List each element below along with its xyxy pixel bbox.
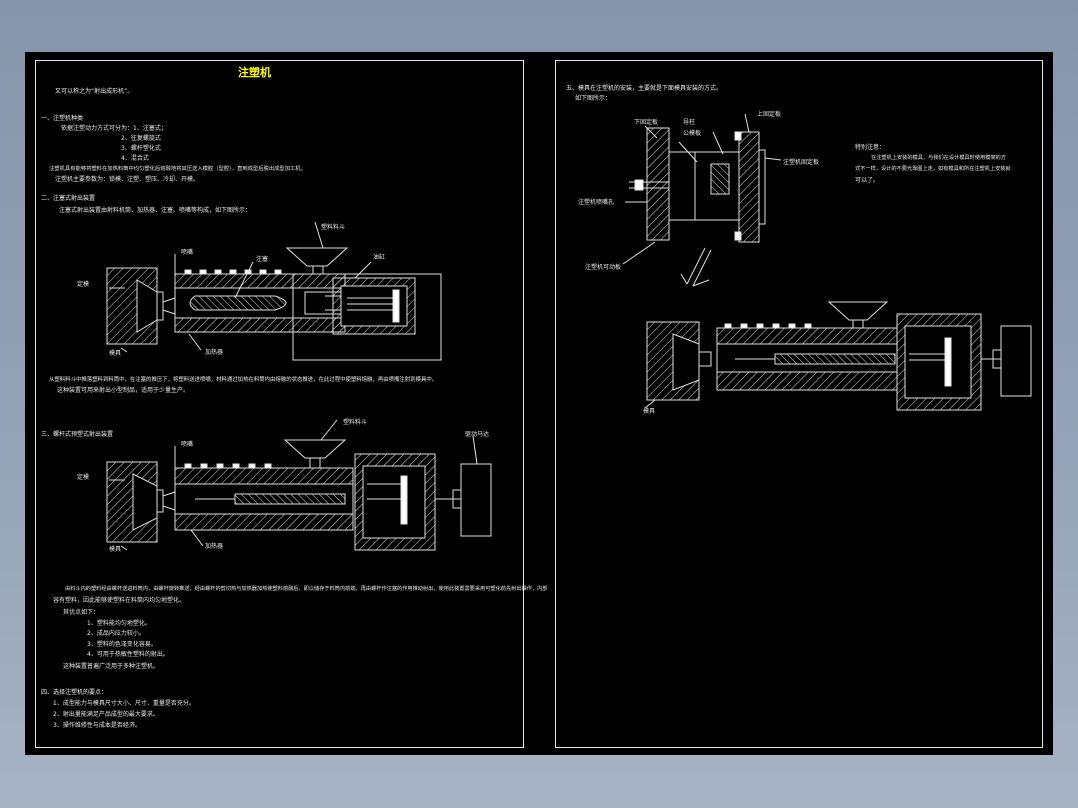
section3-item: 1、塑料能均匀地塑化。 <box>87 620 151 627</box>
section2-paragraph: 这种装置可用来射出小型制品，适用于少量生产。 <box>57 387 190 394</box>
note-line: 在注塑机上安装的模具，与我们在设计模具时使用模架的方 <box>871 155 1006 161</box>
section3-paragraph: 容有塑料，因此能够使塑料在料筒内均匀地塑化。 <box>53 597 186 604</box>
section1-paragraph: 注塑机主要参数为：锁模、注塑、塑压、冷却、开模。 <box>55 176 200 183</box>
note-line: 可以了。 <box>855 177 880 184</box>
cad-viewport[interactable]: 注塑机 又可以称之为“射出成形机”。 一、注塑机种类 依据注塑动力方式可分为：1… <box>25 52 1053 755</box>
note-line: 式不一样，设计的不要光靠图上走，如有模具和所在注塑机上安装就 <box>855 166 1011 172</box>
intro-text: 又可以称之为“射出成形机”。 <box>55 88 134 95</box>
label-heater-2: 加热器 <box>205 543 224 550</box>
section4-item: 3、操作维修性与成本是否经济。 <box>53 722 141 729</box>
label-lower-plate: 下固定板 <box>634 119 659 126</box>
left-sheet <box>35 60 524 748</box>
section4-item: 1、成型能力与模具尺寸大小、尺寸、重量是否充分。 <box>53 700 195 707</box>
section1-paragraph: 注塑机具有能够将塑料在加热料筒中均匀塑化后熔融地将其压送入模腔（型腔），直到成型… <box>49 166 306 172</box>
label-nozzle-hole: 注塑机喷嘴孔 <box>578 199 615 206</box>
page-title: 注塑机 <box>238 66 271 79</box>
mold-mounting-diagram <box>622 113 1032 411</box>
label-machine-plate: 注塑机固定板 <box>783 159 820 166</box>
right-sheet <box>555 60 1043 748</box>
label-die-2: 定模 <box>77 474 90 481</box>
label-movable-plate: 注塑机可动板 <box>585 264 622 271</box>
label-cylinder: 油缸 <box>373 254 386 261</box>
section3-lead: 其优点如下： <box>63 609 100 616</box>
section4-item: 2、射出量能满足产品成型的最大要求。 <box>53 711 159 718</box>
label-guide-post: 导柱 <box>683 119 696 126</box>
label-mold: 模具 <box>109 350 122 357</box>
section1-item: 3、螺杆塑化式 <box>121 145 161 152</box>
label-die: 定模 <box>77 281 90 288</box>
section1-heading: 一、注塑机种类 <box>41 115 84 122</box>
label-nozzle: 喷嘴 <box>181 249 194 256</box>
label-mold-2: 模具 <box>109 546 122 553</box>
section1-item: 2、往复螺旋式 <box>121 135 161 142</box>
screw-injection-diagram <box>106 419 492 551</box>
section3-item: 4、可用于热敏性塑料的射出。 <box>87 651 169 658</box>
section1-lead: 依据注塑动力方式可分为：1、注塞式； <box>61 125 167 132</box>
section5-sub: 如下图所示： <box>575 95 612 102</box>
note-title: 特别注意： <box>855 144 886 151</box>
section2-heading: 二、注塞式射出装置 <box>41 195 96 202</box>
label-motor: 驱动马达 <box>465 431 490 438</box>
section3-item: 3、塑料的色泽变化容易。 <box>87 641 157 648</box>
section2-lead: 注塞式射出装置由射料机筒、加热器、注塞、喷嘴等构成，如下图所示： <box>59 207 252 214</box>
label-hopper-2: 塑料料斗 <box>343 419 368 426</box>
section3-heading: 三、螺杆式预塑式射出装置 <box>41 431 114 438</box>
section2-paragraph: 从塑料料斗中推落塑料到料筒中，在注塞的推压下，将塑料送进喷嘴，材料通过加热在料筒… <box>49 377 438 383</box>
label-public-mold: 公模板 <box>683 130 702 137</box>
section4-heading: 四、选择注塑机的要点： <box>41 689 108 696</box>
section3-item: 2、成品内应力较小。 <box>87 630 145 637</box>
section3-closing: 这种装置普遍广泛用于多种注塑机。 <box>63 663 160 670</box>
plunger-injection-diagram <box>106 221 442 361</box>
label-upper-plate: 上固定板 <box>757 111 782 118</box>
label-hopper: 塑料料斗 <box>321 224 346 231</box>
drawing-canvas <box>106 113 1032 551</box>
label-heater: 加热器 <box>205 349 224 356</box>
section3-paragraph: 由料斗内的塑料经由螺杆送进料筒内，由螺杆旋转推送，经由螺杆的剪切热与加热器加热使… <box>65 586 548 592</box>
label-nozzle-2: 喷嘴 <box>181 441 194 448</box>
section5-heading: 五、模具在注塑机的安装，主要就是下面模具安装的方式。 <box>566 85 723 92</box>
label-plunger: 注塞 <box>256 256 269 263</box>
section1-item: 4、混合式 <box>121 155 149 162</box>
label-mold-right: 模具 <box>643 408 656 415</box>
